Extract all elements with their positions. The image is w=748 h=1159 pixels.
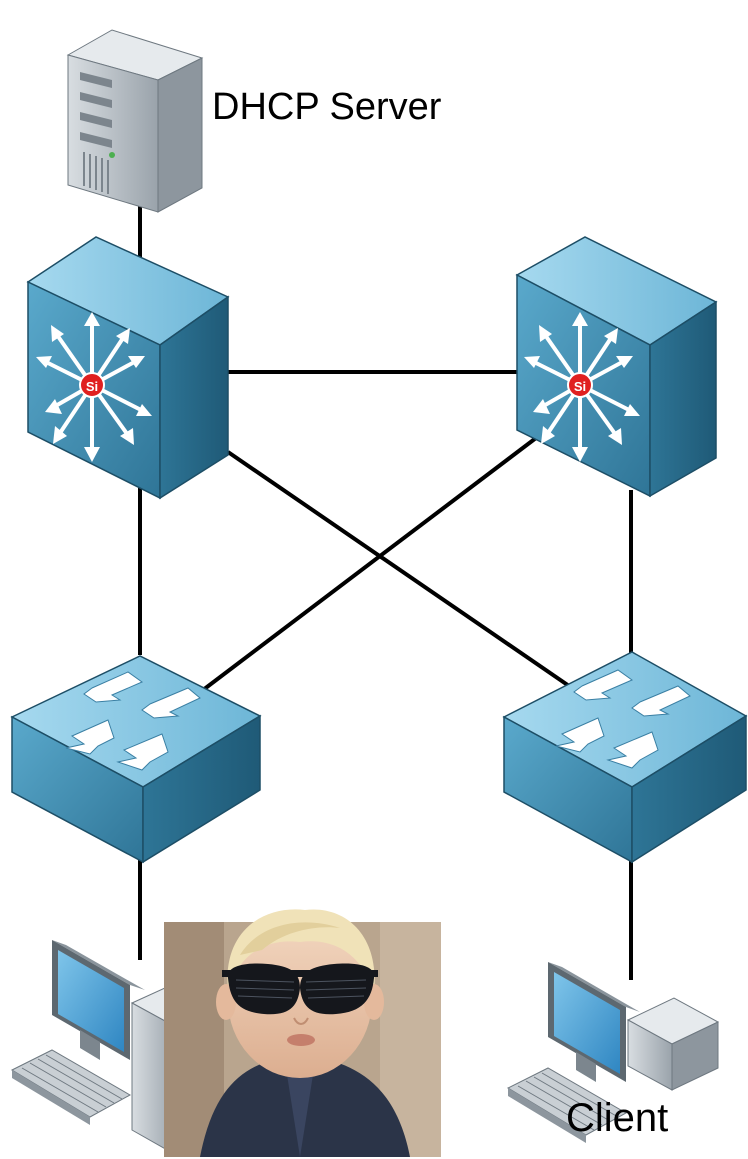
server-tower-icon xyxy=(66,29,204,213)
link-core-left-to-access-right xyxy=(226,450,574,690)
multilayer-switch-left: Si xyxy=(26,236,230,500)
multilayer-switch-right: Si xyxy=(515,236,718,498)
client-label: Client xyxy=(566,1096,669,1140)
access-switch-right xyxy=(502,651,748,864)
workgroup-switch-icon xyxy=(555,669,691,769)
multilayer-switch-icon xyxy=(524,312,640,462)
svg-text:Si: Si xyxy=(574,379,586,394)
svg-text:Si: Si xyxy=(86,379,98,394)
access-switch-left xyxy=(10,655,262,864)
dhcp-server-label: DHCP Server xyxy=(212,86,442,128)
client-computer-icon xyxy=(506,962,720,1143)
child-with-sunglasses-photo xyxy=(164,909,441,1157)
workgroup-switch-icon xyxy=(65,671,201,771)
links xyxy=(138,205,633,980)
link-core-right-to-access-left xyxy=(201,436,538,692)
